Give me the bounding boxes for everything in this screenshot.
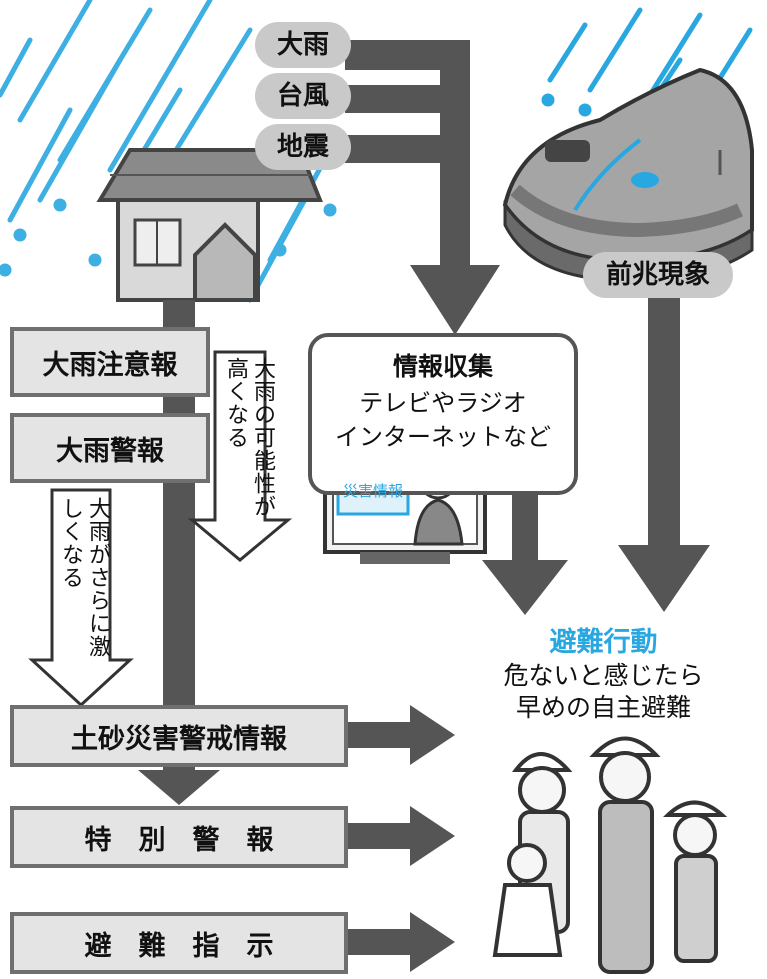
intensify-down-arrow <box>28 488 134 708</box>
hazard-connector-3 <box>345 135 445 163</box>
evacuation-order-arrow <box>348 912 455 972</box>
precursor-label: 前兆現象 <box>583 252 733 298</box>
special-warning-box: 特 別 警 報 <box>10 806 348 868</box>
hazard-typhoon: 台風 <box>255 73 351 119</box>
warning-chain-arrowhead <box>138 770 220 805</box>
hill-landslide-icon <box>502 7 754 283</box>
special-warning-label: 特 別 警 報 <box>84 824 274 856</box>
warning-label: 大雨警報 <box>56 435 164 467</box>
possibility-note: 大雨の可能性が高くなる <box>223 357 275 518</box>
special-warning-arrow <box>348 806 455 866</box>
info-collection-box: 情報収集 テレビやラジオ インターネットなど <box>308 333 578 495</box>
possibility-down-arrow <box>187 350 293 562</box>
evacuation-order-box: 避 難 指 示 <box>10 912 348 974</box>
tv-screen-label: 災害情報 <box>342 482 403 500</box>
sediment-alert-label: 土砂災害警戒情報 <box>71 723 287 755</box>
hazard-earthquake: 地震 <box>255 124 351 170</box>
evacuating-people-icon <box>492 736 728 974</box>
evacuation-order-label: 避 難 指 示 <box>84 930 274 962</box>
intensify-note: 大雨がさらに激しくなる <box>58 497 110 658</box>
info-to-evacuation-arrow <box>482 495 568 615</box>
evacuation-line-2: 早めの自主避難 <box>515 693 691 722</box>
hazard-heavy-rain: 大雨 <box>255 22 351 68</box>
hazard-arrow <box>345 40 500 335</box>
info-line-tv-radio: テレビやラジオ <box>359 389 527 417</box>
evacuation-title: 避難行動 <box>549 627 658 658</box>
warning-box: 大雨警報 <box>10 413 210 483</box>
rain-left-icon <box>0 0 337 303</box>
info-line-internet: インターネットなど <box>335 423 551 451</box>
sediment-alert-arrow <box>348 705 455 765</box>
precursor-to-evacuation-arrow <box>618 290 710 612</box>
hazard-connector-2 <box>345 85 445 113</box>
evacuation-line-1: 危ないと感じたら <box>503 661 704 690</box>
advisory-box: 大雨注意報 <box>10 327 210 397</box>
info-collection-title: 情報収集 <box>392 352 493 381</box>
sediment-alert-box: 土砂災害警戒情報 <box>10 705 348 767</box>
house-icon <box>96 148 323 302</box>
advisory-label: 大雨注意報 <box>42 349 178 381</box>
